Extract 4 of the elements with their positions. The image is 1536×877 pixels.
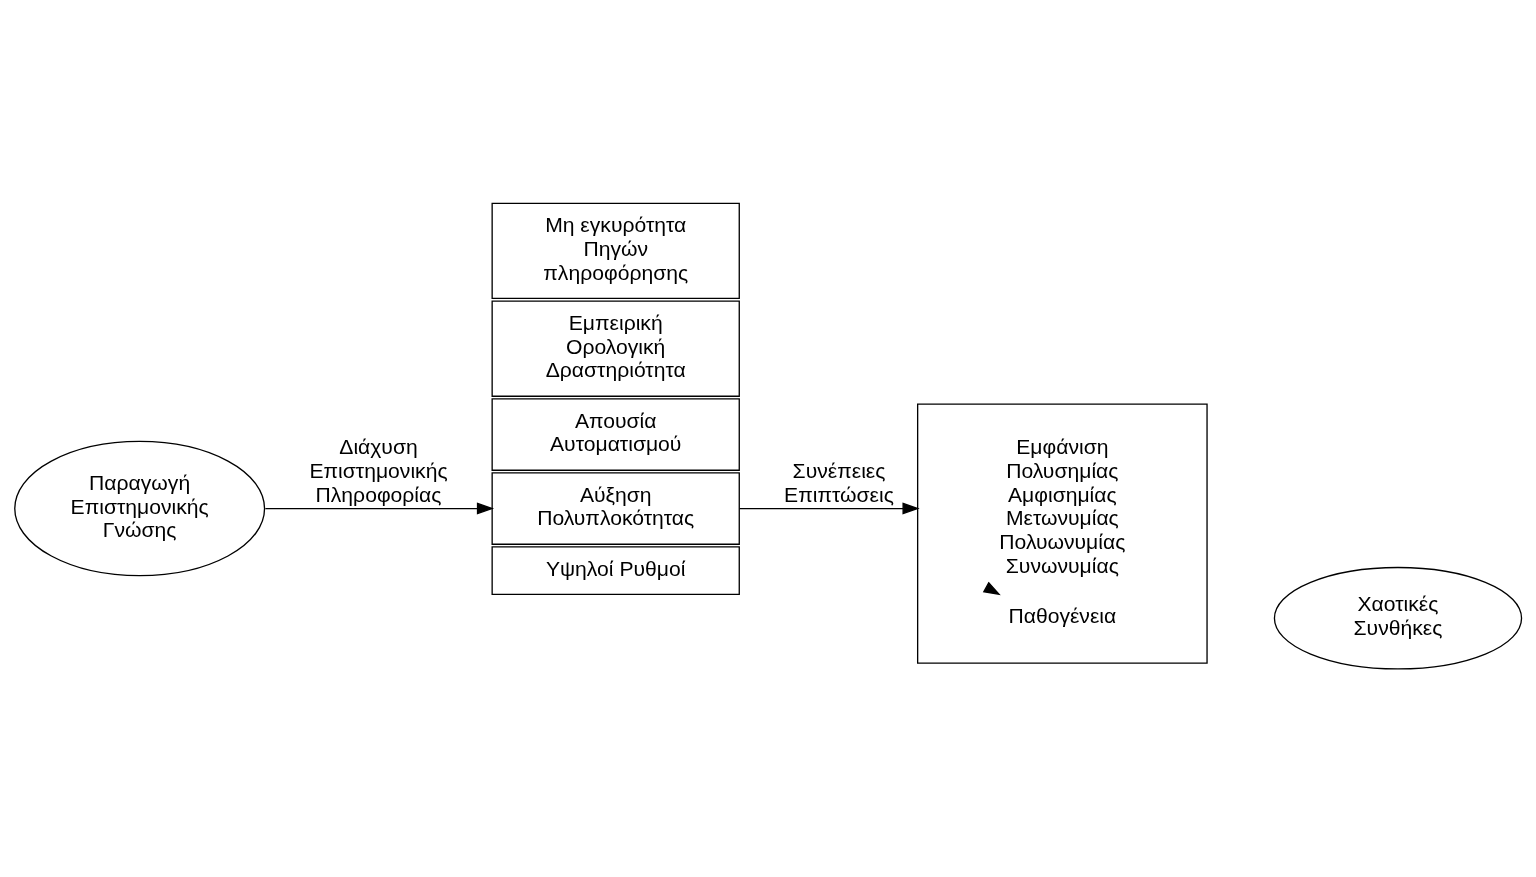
- edge-label: Συνέπειες Επιπτώσεις: [784, 458, 894, 506]
- node-text: Εμφάνιση Πολυσημίας Αμφισημίας Μετωνυμίας Πολυωνυμίας Συνωνυμίας: [999, 435, 1126, 578]
- node-text: Παθογένεια: [1008, 604, 1117, 628]
- edge-label: Διάχυση Επιστημονικής Πληροφορίας: [309, 435, 448, 506]
